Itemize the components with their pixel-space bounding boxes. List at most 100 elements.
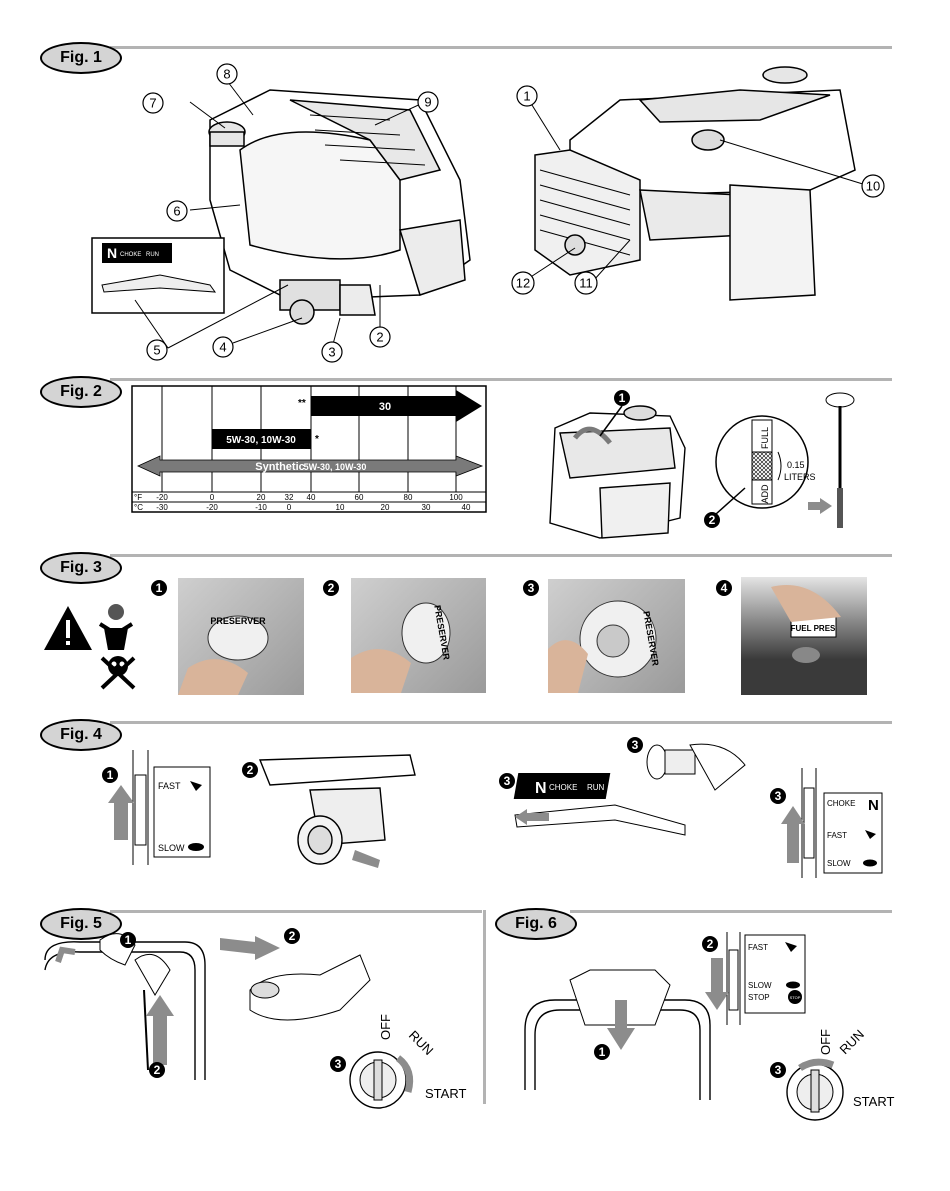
inset-run: RUN [146,252,159,258]
fig6-rule [570,910,892,913]
svg-text:1: 1 [125,933,132,947]
inset-choke: CHOKE [120,252,141,258]
svg-text:1: 1 [107,768,114,782]
f-tick-label: 20 [257,493,266,502]
fig2-dipstick-drawing: 1 FULL ADD 0.15 LITERS 2 [549,390,855,539]
svg-text:2: 2 [709,513,716,527]
f-tick-label: -20 [156,493,168,502]
callout-2: 2 [369,326,391,348]
rabbit-icon [190,781,202,791]
fig3-photo-2: PRESERVER [351,578,486,693]
svg-text:3: 3 [328,345,335,360]
fig4-throttle-panel-2: 3 CHOKE N FAST SLOW [770,768,883,878]
svg-text:6: 6 [173,204,180,219]
svg-text:9: 9 [424,95,431,110]
callout-6: 6 [166,200,188,222]
svg-text:PRESERVER: PRESERVER [210,616,266,626]
fig5-start: START [425,1086,466,1101]
svg-text:1: 1 [523,89,530,104]
callout-3: 3 [321,341,343,363]
fig4-label: Fig. 4 [40,719,122,751]
f-tick-label: 40 [307,493,316,502]
fig4-rule [110,721,892,724]
choke-left-arrow [515,809,527,825]
svg-text:5: 5 [153,343,160,358]
fig5-run: RUN [406,1028,437,1059]
callout-8: 8 [216,63,238,85]
fig2-step1-badge [614,390,630,406]
fig6-drawing: 1 2 FAST SLOW STOP STOP 3 OFF RUN START [524,932,894,1121]
fig4-choke-lever: 3 3 N CHOKE RUN [499,737,746,836]
svg-text:SLOW: SLOW [827,859,851,868]
svg-text:10: 10 [866,179,880,194]
fig1-drawing: N CHOKE RUN 7 8 9 6 5 4 3 2 [91,63,885,363]
f-tick-label: 100 [449,493,463,502]
c-tick-label: -30 [156,503,168,512]
fig2-step2-badge [704,512,720,528]
fig5-key-arrow [395,1055,414,1093]
fig1-label: Fig. 1 [40,42,122,74]
fig6-throttle-arrow [705,992,729,1010]
dipstick-amount: 0.15 [787,460,805,470]
callout-11: 11 [574,271,598,295]
fig6-fast: FAST [748,943,768,952]
callout-7: 7 [142,92,164,114]
svg-text:1: 1 [156,581,163,595]
fig3-label: Fig. 3 [40,552,122,584]
inset-n: N [107,245,117,261]
unit-c: °C [134,503,143,512]
band-synthetic-grades: 5W-30, 10W-30 [304,462,367,472]
callout-1: 1 [516,85,538,107]
svg-text:2: 2 [328,581,335,595]
f-tick-label: 80 [404,493,413,502]
fig6-bail-arrow [607,1028,635,1050]
svg-text:1: 1 [599,1045,606,1059]
fig2-label: Fig. 2 [40,376,122,408]
svg-text:2: 2 [247,763,254,777]
callout-5: 5 [146,339,168,361]
f-tick-label: 0 [210,493,215,502]
fig4-carburetor: 2 [242,754,416,868]
svg-text:3: 3 [335,1057,342,1071]
fig-divider [483,910,486,1104]
callout-10: 10 [861,174,885,198]
fig5-label: Fig. 5 [40,908,122,940]
fig3-photo-1: PRESERVER [178,578,304,695]
choke-inset: N CHOKE RUN [91,237,225,314]
callout-4: 4 [212,336,234,358]
fig6-off: OFF [818,1029,833,1055]
fig3-step2-badge: 2 [322,579,340,602]
engine-right-illustration [534,66,856,301]
primer-press-arrow [352,850,380,868]
dipstick-full: FULL [760,427,770,449]
fig4-fast: FAST [158,781,181,791]
callout-12: 12 [511,271,535,295]
stop-icon [788,990,802,1004]
fig4-throttle-panel-1: 1 FAST SLOW [102,750,211,865]
c-tick-label: -10 [255,503,267,512]
fig5-rule [110,910,482,913]
svg-text:2: 2 [376,330,383,345]
dipstick-arrow [820,498,832,514]
fig5-off: OFF [378,1014,393,1040]
svg-text:7: 7 [149,96,156,111]
svg-text:4: 4 [219,340,226,355]
fig6-run: RUN [837,1027,868,1058]
band-5w30 [212,429,311,449]
fig3-step3-badge: 3 [522,579,540,602]
fig3-warning-icons [44,604,136,690]
skull-crossbones-icon [100,656,136,690]
band-synthetic-label: Synthetic [255,461,305,473]
svg-text:8: 8 [223,67,230,82]
oil-viscosity-chart: 30 ** 5W-30, 10W-30 * Synthetic 5W-30, 1… [131,385,487,513]
fig3-step1-badge: 1 [150,579,168,602]
svg-text:11: 11 [579,276,593,291]
single-star: * [315,434,319,445]
dipstick-unit: LITERS [784,472,816,482]
person-contamination-icon [98,604,134,650]
fig3-rule [110,554,892,557]
svg-text:3: 3 [775,789,782,803]
fig3-step4-badge: 4 [715,579,733,602]
